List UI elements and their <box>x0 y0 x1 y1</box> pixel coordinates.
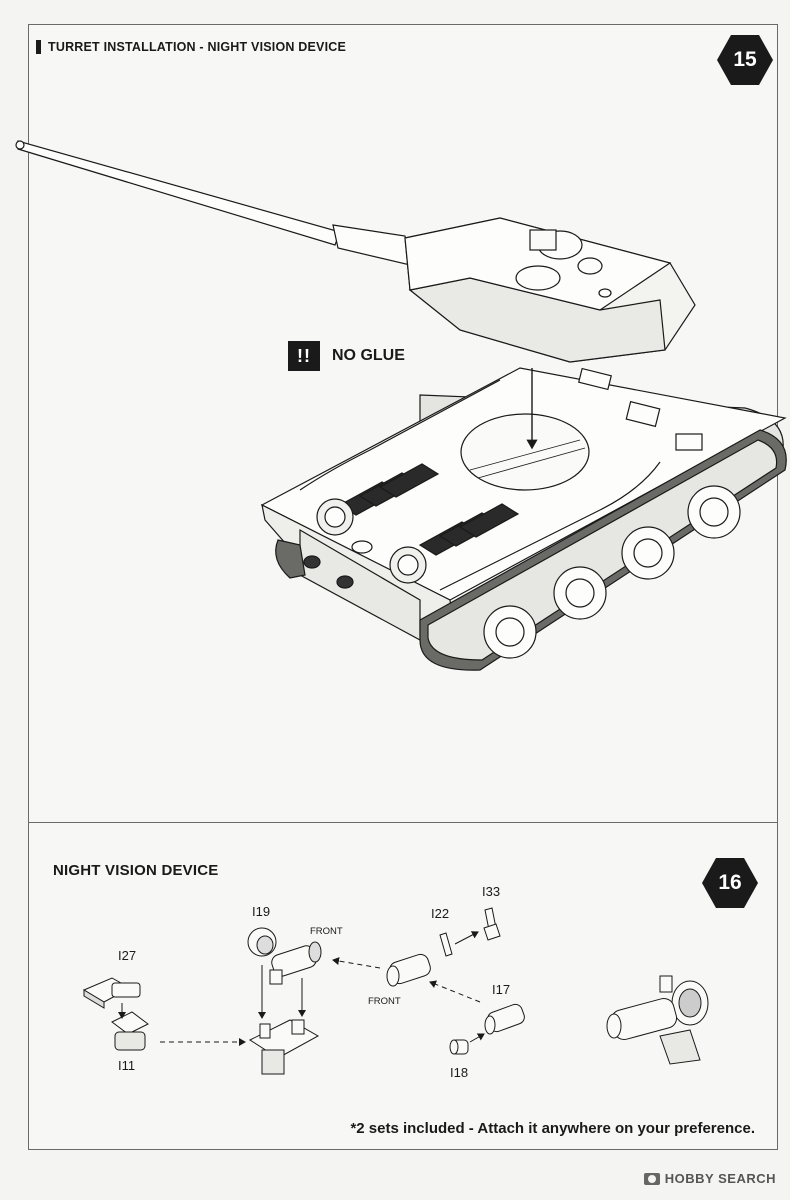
hexagon-icon <box>702 858 758 908</box>
step-15-badge: 15 <box>716 34 774 86</box>
part-label-i33: I33 <box>482 884 501 899</box>
part-i18-drawing <box>449 1039 469 1055</box>
step-15-title-text: TURRET INSTALLATION - NIGHT VISION DEVIC… <box>48 40 347 54</box>
part-label-i11: I11 <box>118 1058 136 1073</box>
completed-night-vision-device <box>606 975 709 1065</box>
section-divider <box>28 822 778 823</box>
step-15-title: TURRET INSTALLATION - NIGHT VISION DEVIC… <box>36 40 346 54</box>
warning-text: NO GLUE <box>332 347 405 364</box>
front-label-i19: FRONT <box>310 926 343 937</box>
part-i22-drawing <box>386 932 453 987</box>
hexagon-icon <box>717 35 773 85</box>
tank-track-drawing <box>275 429 787 671</box>
part-i19-drawing <box>247 927 322 985</box>
watermark-text: HOBBY SEARCH <box>664 1171 776 1186</box>
tank-turret-drawing <box>15 140 696 363</box>
part-i11-drawing <box>111 1011 149 1051</box>
step-16-title: NIGHT VISION DEVICE <box>53 862 219 879</box>
part-i17-drawing <box>484 1003 525 1035</box>
part-label-i19: I19 <box>252 904 271 919</box>
part-i27-drawing <box>82 977 141 1009</box>
title-bar-icon <box>36 40 41 54</box>
front-label-i22: FRONT <box>368 996 401 1007</box>
part-label-i17: I17 <box>492 982 511 997</box>
tank-hull-drawing <box>260 367 787 642</box>
step-16-number: 16 <box>718 871 742 894</box>
warning-icon: !! <box>288 341 320 371</box>
part-label-i22: I22 <box>431 906 450 921</box>
mount-base-drawing <box>248 1019 320 1075</box>
no-glue-warning: !! NO GLUE <box>288 341 405 371</box>
part-i33-drawing <box>483 907 501 941</box>
camera-logo-icon <box>643 1172 660 1185</box>
step-16-badge: 16 <box>701 857 759 909</box>
step-15-number: 15 <box>733 48 757 71</box>
part-label-i18: I18 <box>450 1065 469 1080</box>
sets-included-note: *2 sets included - Attach it anywhere on… <box>350 1120 755 1137</box>
part-label-i27: I27 <box>118 948 137 963</box>
watermark: HOBBY SEARCH <box>643 1171 776 1186</box>
